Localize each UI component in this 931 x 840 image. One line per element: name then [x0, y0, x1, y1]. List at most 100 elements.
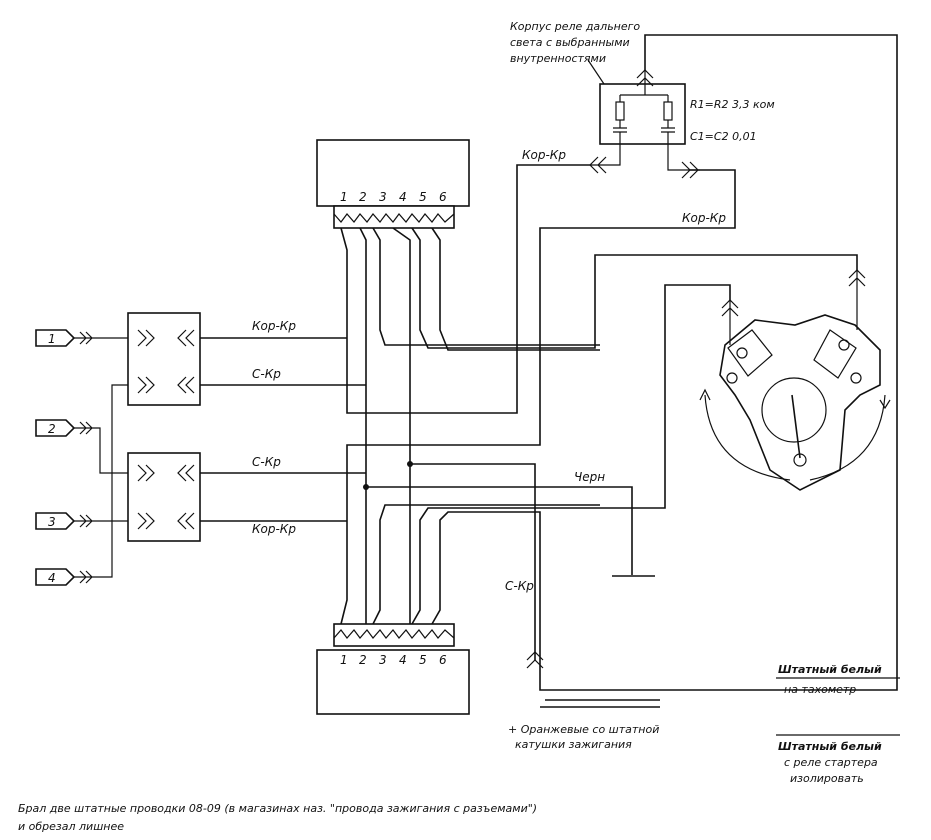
lower-pin-3: 3: [379, 653, 387, 667]
left-block-bottom: [127, 452, 201, 542]
footer-line-2: и обрезал лишнее: [18, 820, 124, 833]
upper-pin-4: 4: [399, 190, 407, 204]
distributor-lever: [791, 394, 801, 459]
terminal-4-wire: [74, 384, 128, 584]
distributor-lead-left: [721, 299, 739, 345]
relay-left-lead: [589, 156, 621, 174]
lower-pin-2: 2: [359, 653, 367, 667]
capacitor-c2: [661, 120, 675, 160]
terminal-1-label: 1: [48, 332, 56, 346]
label-kor-kr-relay-right: Кор-Кр: [682, 211, 726, 225]
upper-pin-2: 2: [359, 190, 367, 204]
connector-harness: [200, 34, 898, 708]
distributor-cam: [761, 377, 827, 443]
terminal-2-tag: [35, 419, 76, 437]
upper-pin-contacts: [333, 213, 455, 223]
upper-connector-body: [316, 139, 470, 207]
lower-pin-6: 6: [439, 653, 447, 667]
relay-housing-body: [599, 83, 686, 145]
terminal-3-tag: [35, 512, 76, 530]
terminal-3-label: 3: [48, 515, 56, 529]
upper-pin-1: 1: [340, 190, 348, 204]
rotation-arrow-left: [699, 388, 711, 401]
upper-pin-6: 6: [439, 190, 447, 204]
wire-pin6-lower: [431, 34, 898, 691]
rotation-arrow-right: [879, 399, 891, 410]
label-s-kr-top: С-Кр: [252, 367, 281, 381]
relay-top-bus: [619, 94, 669, 102]
label-kor-kr-top: Кор-Кр: [252, 319, 296, 333]
label-kor-kr-bottom: Кор-Кр: [252, 522, 296, 536]
capacitor-c1: [613, 120, 627, 160]
lower-connector-body: [316, 649, 470, 715]
wire-pin2: [359, 227, 367, 624]
relay-top-arrow: [636, 69, 654, 87]
resistor-label: R1=R2 3,3 ком: [690, 98, 775, 111]
wire-pin1-lower: [340, 169, 736, 625]
lower-pin-1: 1: [340, 653, 348, 667]
relay-housing-leader: [587, 59, 605, 85]
relay-housing-label-3: внутренностями: [510, 52, 606, 65]
arrow-in-3: [137, 464, 155, 482]
capacitor-label: C1=C2 0,01: [690, 130, 757, 143]
junction-dot-2: [407, 461, 413, 467]
upper-pin-5: 5: [419, 190, 427, 204]
terminal-4: 4: [35, 384, 128, 586]
terminal-4-tag: [35, 568, 76, 586]
distributor-screw-2: [726, 372, 738, 384]
lower-pin-4: 4: [399, 653, 407, 667]
rotation-arc-right: [809, 394, 886, 481]
terminal-1: 1: [35, 329, 128, 347]
distributor-contact-right: [813, 329, 857, 379]
terminal-1-tag: [35, 329, 76, 347]
wire-chern: [366, 486, 633, 575]
arrow-in-4: [137, 512, 155, 530]
orange-wire-arrow: [526, 651, 544, 669]
lower-connector-pins: 1 2 3 4 5 6: [333, 623, 455, 667]
arrow-in-2: [137, 376, 155, 394]
terminal-3: 3: [35, 512, 128, 530]
rotation-arc-left: [704, 394, 791, 481]
left-block-top-body: [127, 312, 201, 406]
terminal-2: 2: [35, 419, 128, 474]
relay-right-lead: [667, 160, 700, 179]
arrow-out-3: [177, 464, 195, 482]
lower-pin-5: 5: [419, 653, 427, 667]
wire-s-kr-vertical: [410, 463, 536, 660]
wire-pin5-upper: [411, 227, 858, 349]
distributor-contact-left: [727, 329, 773, 377]
lower-pin-strip: [333, 623, 455, 647]
terminal-4-label: 4: [48, 571, 56, 585]
left-block-top: [127, 312, 201, 406]
wire-pin5-lower: [411, 284, 731, 625]
arrow-out-2: [177, 376, 195, 394]
distributor-body: [719, 314, 881, 491]
wire-pin6-upper: [431, 227, 600, 351]
relay-housing-label-1: Корпус реле дальнего: [510, 20, 640, 33]
terminal-3-wire: [74, 514, 128, 528]
lower-pin-contacts: [333, 629, 455, 639]
note-starter-1: Штатный белый: [778, 740, 882, 753]
distributor-screw-1: [736, 347, 748, 359]
footer-line-1: Брал две штатные проводки 08-09 (в магаз…: [18, 802, 537, 815]
upper-connector-pins: 1 2 3 4 5 6: [333, 190, 455, 229]
label-s-kr-vertical: С-Кр: [505, 579, 534, 593]
note-starter-3: изолировать: [790, 772, 864, 785]
arrow-out-1: [177, 329, 195, 347]
arrow-out-4: [177, 512, 195, 530]
distributor-screw-4: [850, 372, 862, 384]
wire-pin4: [392, 227, 411, 624]
distributor-pivot: [793, 453, 807, 467]
wire-pin3-lower: [372, 504, 600, 625]
distributor-lead-right: [848, 269, 866, 330]
note-orange-2: катушки зажигания: [515, 738, 632, 751]
distributor-screw-3: [838, 339, 850, 351]
wire-pin3-upper: [372, 227, 600, 346]
label-chern: Черн: [574, 470, 605, 484]
note-starter-2: с реле стартера: [784, 756, 878, 769]
distributor: [699, 269, 891, 491]
junction-dot-1: [363, 484, 369, 490]
note-tacho-2: на тахометр: [784, 683, 856, 696]
note-orange-1: + Оранжевые со штатной: [508, 723, 659, 736]
wire-pin1-upper: [340, 164, 590, 414]
